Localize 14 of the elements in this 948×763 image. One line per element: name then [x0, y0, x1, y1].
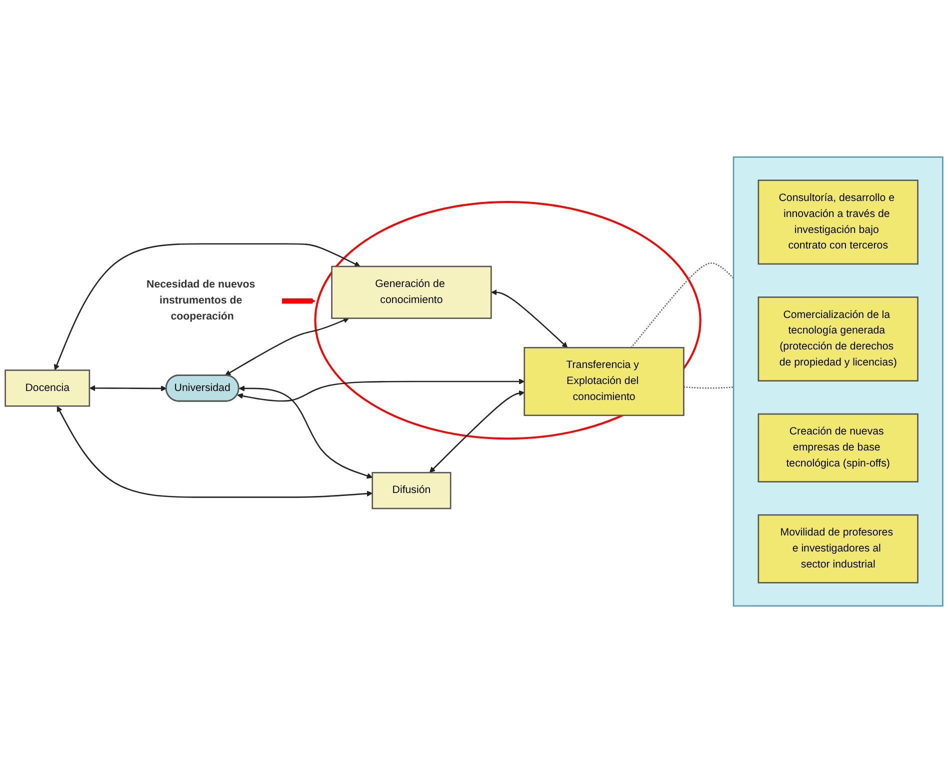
cluster: [732, 156, 944, 607]
node-box: Movilidad de profesores e investigadores al sector industrial: [758, 514, 918, 584]
arrow: [89, 385, 167, 392]
arrow: [56, 406, 373, 498]
arrow: [54, 243, 360, 370]
arrow: [238, 386, 373, 479]
node-box: Consultoría, desarrollo e innovación a través de investigación bajo contrato con terceros: [758, 180, 918, 265]
node-box: Comercialización de la tecnología generada (protección de derechos de propiedad y licencias): [758, 296, 918, 382]
node-box: Creación de nuevas empresas de base tecnológica (spin-offs): [758, 413, 918, 482]
node-box: Docencia: [4, 370, 90, 407]
arrow: [282, 298, 316, 304]
node-text: Necesidad de nuevos instrumentos de cooperación: [146, 279, 256, 322]
arrow: [224, 318, 350, 376]
node-box: Difusión: [372, 472, 452, 510]
